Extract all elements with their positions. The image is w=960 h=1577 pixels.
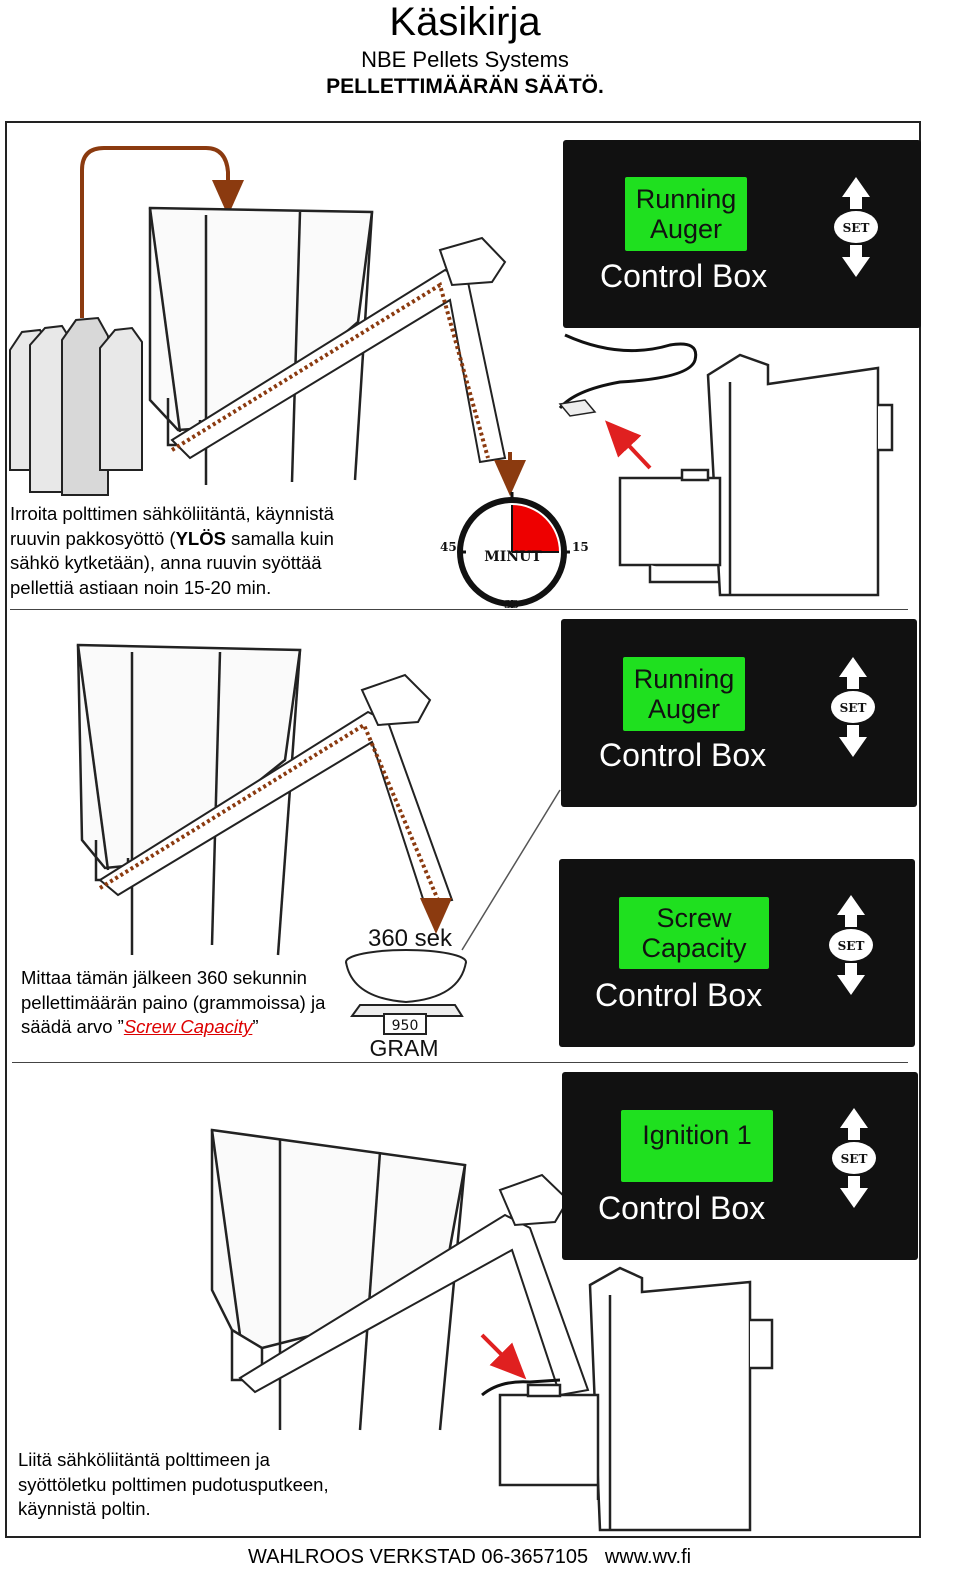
lcd-line-1: Screw bbox=[656, 903, 732, 933]
set-nav-button[interactable]: SET bbox=[829, 657, 877, 757]
step-1-instructions: Irroita polttimen sähköliitäntä, käynnis… bbox=[10, 503, 334, 598]
lcd-line-1: Ignition 1 bbox=[642, 1120, 752, 1150]
document-title: Käsikirja bbox=[389, 0, 541, 44]
clock-label: MINUT bbox=[484, 549, 542, 565]
auger-tube-3 bbox=[238, 1173, 590, 1397]
power-cable bbox=[558, 333, 698, 410]
clock-tick-15: 15 bbox=[572, 540, 589, 554]
control-box-label: Control Box bbox=[598, 1190, 766, 1226]
up-arrow-icon bbox=[840, 1108, 868, 1140]
set-label: SET bbox=[840, 701, 867, 715]
control-box-panel: Screw Capacity Control Box SET bbox=[559, 859, 915, 1047]
clock-tick-30: 30 bbox=[504, 598, 520, 611]
lcd-line-1: Running bbox=[635, 184, 737, 214]
lcd-display: Ignition 1 bbox=[621, 1110, 773, 1182]
up-arrow-icon bbox=[842, 177, 870, 209]
boiler-unit bbox=[618, 353, 894, 597]
scale-reading: 950 bbox=[392, 1018, 419, 1034]
timer-clock: MINUT 15 45 30 bbox=[440, 492, 589, 611]
step-2-instructions: Mittaa tämän jälkeen 360 sekunnin pellet… bbox=[21, 967, 326, 1037]
weighing-scale bbox=[345, 949, 467, 1035]
section-divider bbox=[12, 1062, 908, 1063]
control-box-label: Control Box bbox=[600, 258, 768, 294]
lcd-line-2: Auger bbox=[649, 214, 723, 244]
up-arrow-icon bbox=[837, 895, 865, 927]
pellet-sacks bbox=[9, 316, 143, 496]
lcd-line-1: Running bbox=[633, 664, 735, 694]
set-label: SET bbox=[841, 1152, 868, 1166]
control-box-label: Control Box bbox=[595, 977, 763, 1013]
footer-company: WAHLROOS VERKSTAD 06-3657105 bbox=[248, 1546, 589, 1568]
lcd-display: Running Auger bbox=[623, 657, 745, 731]
set-nav-button[interactable]: SET bbox=[827, 895, 875, 995]
boiler-unit-3 bbox=[498, 1266, 774, 1532]
footer: WAHLROOS VERKSTAD 06-3657105 www.wv.fi bbox=[248, 1545, 691, 1569]
set-nav-button[interactable]: SET bbox=[832, 177, 880, 277]
content-frame bbox=[5, 121, 921, 1538]
set-label: SET bbox=[843, 221, 870, 235]
scale-time-label: 360 sek bbox=[368, 925, 453, 952]
lcd-display: Running Auger bbox=[625, 177, 747, 251]
scale-unit: GRAM bbox=[370, 1035, 439, 1061]
control-box-panel: Running Auger Control Box SET bbox=[561, 619, 917, 807]
set-nav-button[interactable]: SET bbox=[830, 1108, 878, 1208]
display-link-line bbox=[461, 789, 561, 951]
refill-arrow bbox=[80, 146, 244, 318]
step-3-instructions: Liitä sähköliitäntä polttimeen ja syöttö… bbox=[18, 1449, 329, 1519]
connect-arrow-3 bbox=[480, 1333, 527, 1380]
control-box-label: Control Box bbox=[599, 737, 767, 773]
up-arrow-icon bbox=[839, 657, 867, 689]
down-arrow-icon bbox=[842, 245, 870, 277]
set-label: SET bbox=[838, 939, 865, 953]
footer-website[interactable]: www.wv.fi bbox=[604, 1546, 692, 1568]
down-arrow-icon bbox=[839, 725, 867, 757]
auger-tube-1 bbox=[170, 236, 507, 464]
screw-capacity-link[interactable]: Screw Capacity bbox=[123, 1016, 253, 1037]
down-arrow-icon bbox=[840, 1176, 868, 1208]
power-cable-3 bbox=[481, 1378, 561, 1397]
lcd-line-2: Auger bbox=[647, 694, 721, 724]
control-box-panel: Ignition 1 Control Box SET bbox=[562, 1072, 918, 1260]
connect-arrow bbox=[605, 420, 652, 470]
down-arrow-icon bbox=[837, 963, 865, 995]
lcd-display: Screw Capacity bbox=[619, 897, 769, 969]
section-divider bbox=[10, 609, 908, 610]
cable-plug bbox=[558, 399, 597, 417]
document-subtitle: NBE Pellets Systems bbox=[361, 47, 569, 72]
control-box-panel: Running Auger Control Box SET bbox=[563, 140, 921, 328]
section-heading: PELLETTIMÄÄRÄN SÄÄTÖ. bbox=[326, 75, 604, 98]
lcd-line-2: Capacity bbox=[641, 933, 747, 963]
clock-tick-45: 45 bbox=[440, 540, 457, 554]
